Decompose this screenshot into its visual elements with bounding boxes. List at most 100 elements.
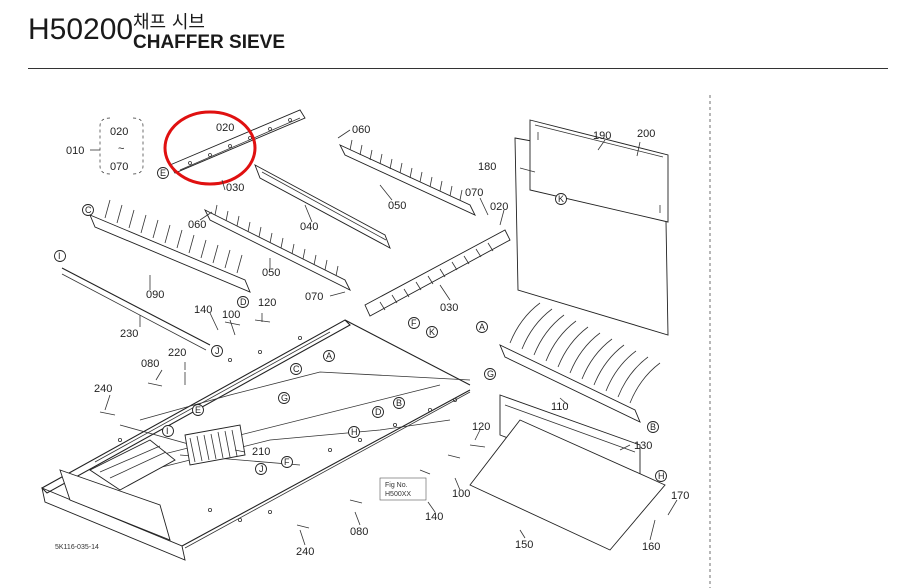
ref-marker: F [281, 456, 293, 468]
plate-150 [469, 419, 666, 551]
part-label-170: 170 [671, 490, 689, 502]
part-label-030-lower: 030 [440, 302, 458, 314]
louver-assembly-050-upper [339, 139, 476, 216]
ref-letter-I2: I [166, 426, 169, 436]
reference-letters: E C I D J A C G E I J F K B D H F K A G … [54, 167, 667, 482]
ref-marker: C [290, 363, 302, 375]
drawing-number: 5K116-035-14 [55, 544, 99, 551]
fig-note-line1: Fig No. [385, 482, 408, 489]
part-label-140-right: 140 [425, 511, 443, 523]
part-labels: 020 060 030 050 040 060 050 070 070 020 … [94, 122, 689, 558]
ref-marker: G [484, 368, 496, 380]
ref-letter-K2: K [558, 194, 564, 204]
ref-marker: H [655, 470, 667, 482]
header-rule [28, 68, 888, 69]
part-label-040: 040 [300, 221, 318, 233]
part-label-020-right: 020 [490, 201, 508, 213]
ref-letter-A1: A [326, 351, 332, 361]
range-tilde: ~ [118, 143, 124, 155]
part-label-100-right: 100 [452, 488, 470, 500]
ref-marker: D [237, 296, 249, 308]
part-code: H50200 [28, 13, 134, 46]
panel-180 [514, 119, 669, 336]
part-label-210: 210 [252, 446, 270, 458]
ref-letter-F2: F [284, 457, 290, 467]
ref-marker: E [192, 404, 204, 416]
fig-note-line2: H500XX [385, 491, 411, 498]
part-label-100-left: 100 [222, 309, 240, 321]
ref-marker: K [555, 193, 567, 205]
ref-letter-A2: A [479, 322, 485, 332]
ref-marker: I [162, 425, 174, 437]
ref-marker: B [647, 421, 659, 433]
ref-marker: J [255, 463, 267, 475]
leader-lines [99, 129, 678, 546]
ref-letter-F1: F [411, 318, 417, 328]
title-english: CHAFFER SIEVE [133, 32, 286, 53]
ref-letter-J2: J [259, 464, 264, 474]
louver-comb-090 [89, 199, 251, 293]
louver-assembly-050-lower [203, 204, 352, 292]
ref-letter-I1: I [58, 251, 61, 261]
part-label-050-lower: 050 [262, 267, 280, 279]
part-label-160: 160 [642, 541, 660, 553]
sieve-bar-040 [254, 164, 391, 249]
part-label-080-right: 080 [350, 526, 368, 538]
page-header: H50200 채프 시브 CHAFFER SIEVE [0, 0, 899, 75]
ref-letter-B1: B [396, 398, 402, 408]
ref-letter-C1: C [85, 205, 92, 215]
ref-marker: F [408, 317, 420, 329]
part-label-020-top: 020 [216, 122, 234, 134]
part-label-240-left: 240 [94, 383, 112, 395]
ref-letter-D1: D [240, 297, 247, 307]
range-from: 020 [110, 126, 128, 138]
ref-marker: G [278, 392, 290, 404]
ref-letter-G1: G [281, 393, 288, 403]
ref-marker: J [211, 345, 223, 357]
ref-marker: A [323, 350, 335, 362]
part-label-150: 150 [515, 539, 533, 551]
ref-letter-G2: G [487, 369, 494, 379]
ref-marker: C [82, 204, 94, 216]
part-label-090: 090 [146, 289, 164, 301]
range-to: 070 [110, 161, 128, 173]
ref-letter-E2: E [195, 405, 201, 415]
fig-note: Fig No. H500XX [379, 477, 427, 501]
part-label-190: 190 [593, 130, 611, 142]
title-korean: 채프 시브 [133, 12, 205, 33]
part-label-180: 180 [478, 161, 496, 173]
chassis-frame [41, 319, 471, 561]
part-label-050-upper: 050 [388, 200, 406, 212]
ref-marker: I [54, 250, 66, 262]
part-label-110: 110 [551, 401, 569, 413]
part-label-140-left: 140 [194, 304, 212, 316]
ref-marker: B [393, 397, 405, 409]
ref-letter-E1: E [160, 168, 166, 178]
part-label-200: 200 [637, 128, 655, 140]
range-group: 020 ~ 070 010 [66, 117, 144, 175]
ref-letter-J1: J [215, 346, 220, 356]
ref-marker: E [157, 167, 169, 179]
part-label-220: 220 [168, 347, 186, 359]
ref-marker: K [426, 326, 438, 338]
part-label-060-top: 060 [352, 124, 370, 136]
part-label-120-right: 120 [472, 421, 490, 433]
highlight-circle [163, 110, 257, 186]
sieve-rail-030-front [364, 229, 511, 317]
ref-letter-K1: K [429, 327, 435, 337]
part-label-080-left: 080 [141, 358, 159, 370]
range-parent: 010 [66, 145, 84, 157]
ref-marker: A [476, 321, 488, 333]
part-label-070-center: 070 [305, 291, 323, 303]
ref-marker: H [348, 426, 360, 438]
ref-letter-C2: C [293, 364, 300, 374]
part-label-030-top: 030 [226, 182, 244, 194]
part-label-060-lower: 060 [188, 219, 206, 231]
ref-letter-H1: H [351, 427, 358, 437]
rod-230 [61, 267, 211, 351]
ref-letter-B2: B [650, 422, 656, 432]
part-label-120-left: 120 [258, 297, 276, 309]
part-label-240-right: 240 [296, 546, 314, 558]
part-label-230: 230 [120, 328, 138, 340]
